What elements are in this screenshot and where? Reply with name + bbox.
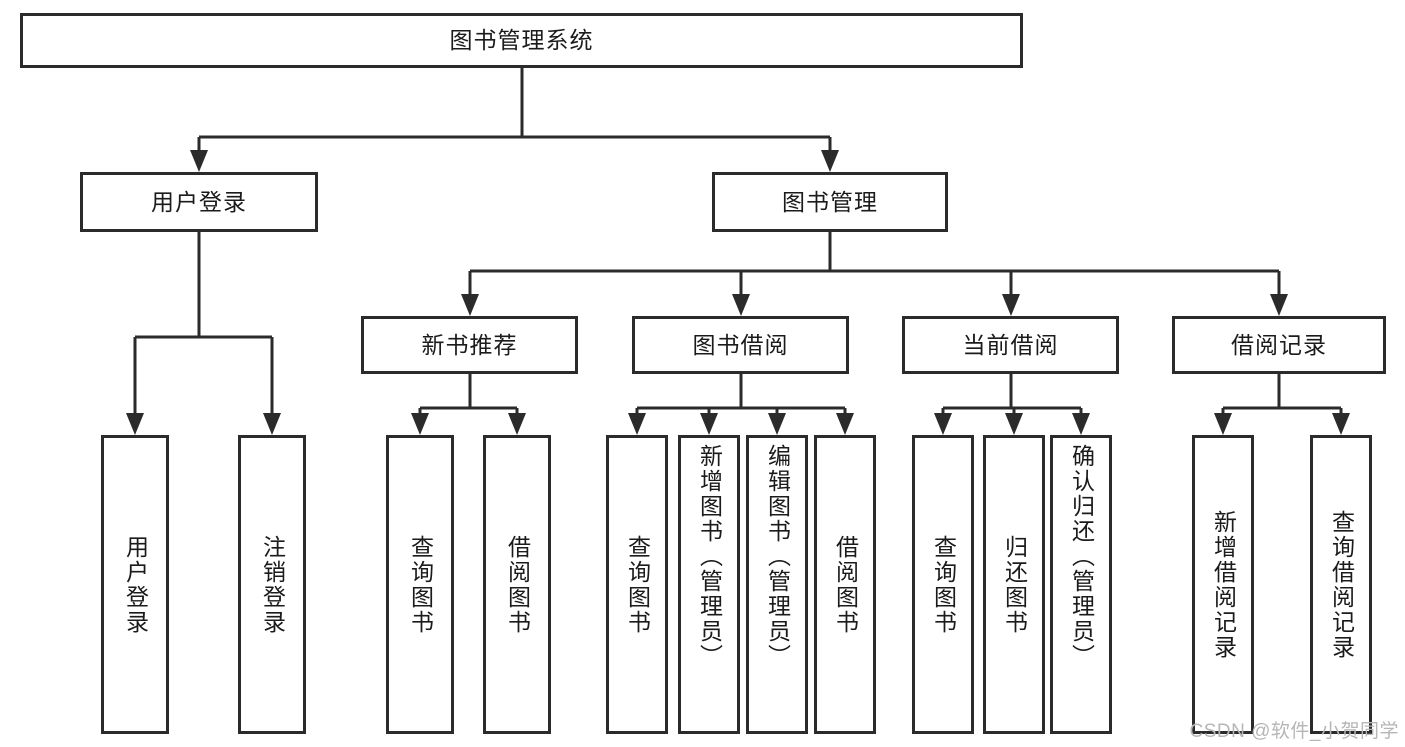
connector-arrow-book-borrow-1 bbox=[700, 413, 718, 435]
connector-arrow-book-manage-3 bbox=[1270, 294, 1288, 316]
node-leaf-user-login[interactable]: 用户登录 bbox=[101, 435, 169, 734]
node-label-root: 图书管理系统 bbox=[449, 27, 594, 54]
node-leaf-query-book-3[interactable]: 查询图书 bbox=[912, 435, 974, 734]
node-label-leaf-user-login: 用户登录 bbox=[122, 534, 149, 635]
node-label-book-borrow: 图书借阅 bbox=[692, 331, 789, 358]
connector-arrow-user-login-1 bbox=[263, 413, 281, 435]
node-label-leaf-return-book: 归还图书 bbox=[1001, 534, 1028, 635]
connector-arrow-book-borrow-0 bbox=[628, 413, 646, 435]
connector-arrow-current-borrow-1 bbox=[1005, 413, 1023, 435]
node-label-leaf-query-book-3: 查询图书 bbox=[930, 534, 957, 635]
node-label-leaf-confirm-return: 确认归还（管理员） bbox=[1068, 444, 1095, 669]
node-leaf-user-logout[interactable]: 注销登录 bbox=[238, 435, 306, 734]
node-leaf-query-record[interactable]: 查询借阅记录 bbox=[1310, 435, 1372, 734]
connector-arrow-book-borrow-3 bbox=[836, 413, 854, 435]
node-label-leaf-borrow-book-1: 借阅图书 bbox=[504, 534, 531, 635]
node-label-leaf-edit-book: 编辑图书（管理员） bbox=[764, 444, 791, 669]
node-label-leaf-borrow-book-2: 借阅图书 bbox=[832, 534, 859, 635]
node-label-leaf-add-record: 新增借阅记录 bbox=[1210, 509, 1237, 660]
connector-arrow-user-login-0 bbox=[126, 413, 144, 435]
node-label-leaf-query-record: 查询借阅记录 bbox=[1328, 509, 1355, 660]
node-label-leaf-query-book-2: 查询图书 bbox=[624, 534, 651, 635]
node-label-book-manage: 图书管理 bbox=[782, 188, 878, 215]
node-new-book-rec[interactable]: 新书推荐 bbox=[361, 316, 578, 374]
connector-arrow-root-0 bbox=[190, 150, 208, 172]
node-label-borrow-record: 借阅记录 bbox=[1231, 331, 1327, 358]
watermark: CSDN @软件_小贺同学 bbox=[1189, 721, 1399, 742]
node-leaf-query-book-2[interactable]: 查询图书 bbox=[606, 435, 668, 734]
node-leaf-confirm-return[interactable]: 确认归还（管理员） bbox=[1050, 435, 1112, 734]
node-label-leaf-query-book-1: 查询图书 bbox=[407, 534, 434, 635]
connector-arrow-new-book-rec-1 bbox=[508, 413, 526, 435]
connector-arrow-root-1 bbox=[821, 150, 839, 172]
node-label-current-borrow: 当前借阅 bbox=[962, 331, 1059, 358]
node-label-leaf-user-logout: 注销登录 bbox=[259, 534, 286, 635]
node-leaf-edit-book[interactable]: 编辑图书（管理员） bbox=[746, 435, 808, 734]
connector-arrow-current-borrow-0 bbox=[934, 413, 952, 435]
node-leaf-return-book[interactable]: 归还图书 bbox=[983, 435, 1045, 734]
connector-arrow-new-book-rec-0 bbox=[411, 413, 429, 435]
node-leaf-borrow-book-1[interactable]: 借阅图书 bbox=[483, 435, 551, 734]
node-label-new-book-rec: 新书推荐 bbox=[421, 331, 518, 358]
connector-arrow-book-manage-2 bbox=[1002, 294, 1020, 316]
connector-arrow-borrow-record-0 bbox=[1214, 413, 1232, 435]
connector-arrow-current-borrow-2 bbox=[1072, 413, 1090, 435]
connector-arrow-borrow-record-1 bbox=[1332, 413, 1350, 435]
node-leaf-add-book[interactable]: 新增图书（管理员） bbox=[678, 435, 740, 734]
connector-arrow-book-manage-0 bbox=[461, 294, 479, 316]
node-book-manage[interactable]: 图书管理 bbox=[712, 172, 948, 232]
connector-arrow-book-manage-1 bbox=[732, 294, 750, 316]
node-current-borrow[interactable]: 当前借阅 bbox=[902, 316, 1119, 374]
node-root[interactable]: 图书管理系统 bbox=[20, 13, 1023, 68]
node-user-login[interactable]: 用户登录 bbox=[80, 172, 318, 232]
node-leaf-add-record[interactable]: 新增借阅记录 bbox=[1192, 435, 1254, 734]
node-leaf-borrow-book-2[interactable]: 借阅图书 bbox=[814, 435, 876, 734]
node-borrow-record[interactable]: 借阅记录 bbox=[1172, 316, 1386, 374]
node-book-borrow[interactable]: 图书借阅 bbox=[632, 316, 849, 374]
connector-arrow-book-borrow-2 bbox=[768, 413, 786, 435]
node-label-leaf-add-book: 新增图书（管理员） bbox=[696, 444, 723, 669]
node-label-user-login: 用户登录 bbox=[151, 188, 247, 215]
node-leaf-query-book-1[interactable]: 查询图书 bbox=[386, 435, 454, 734]
